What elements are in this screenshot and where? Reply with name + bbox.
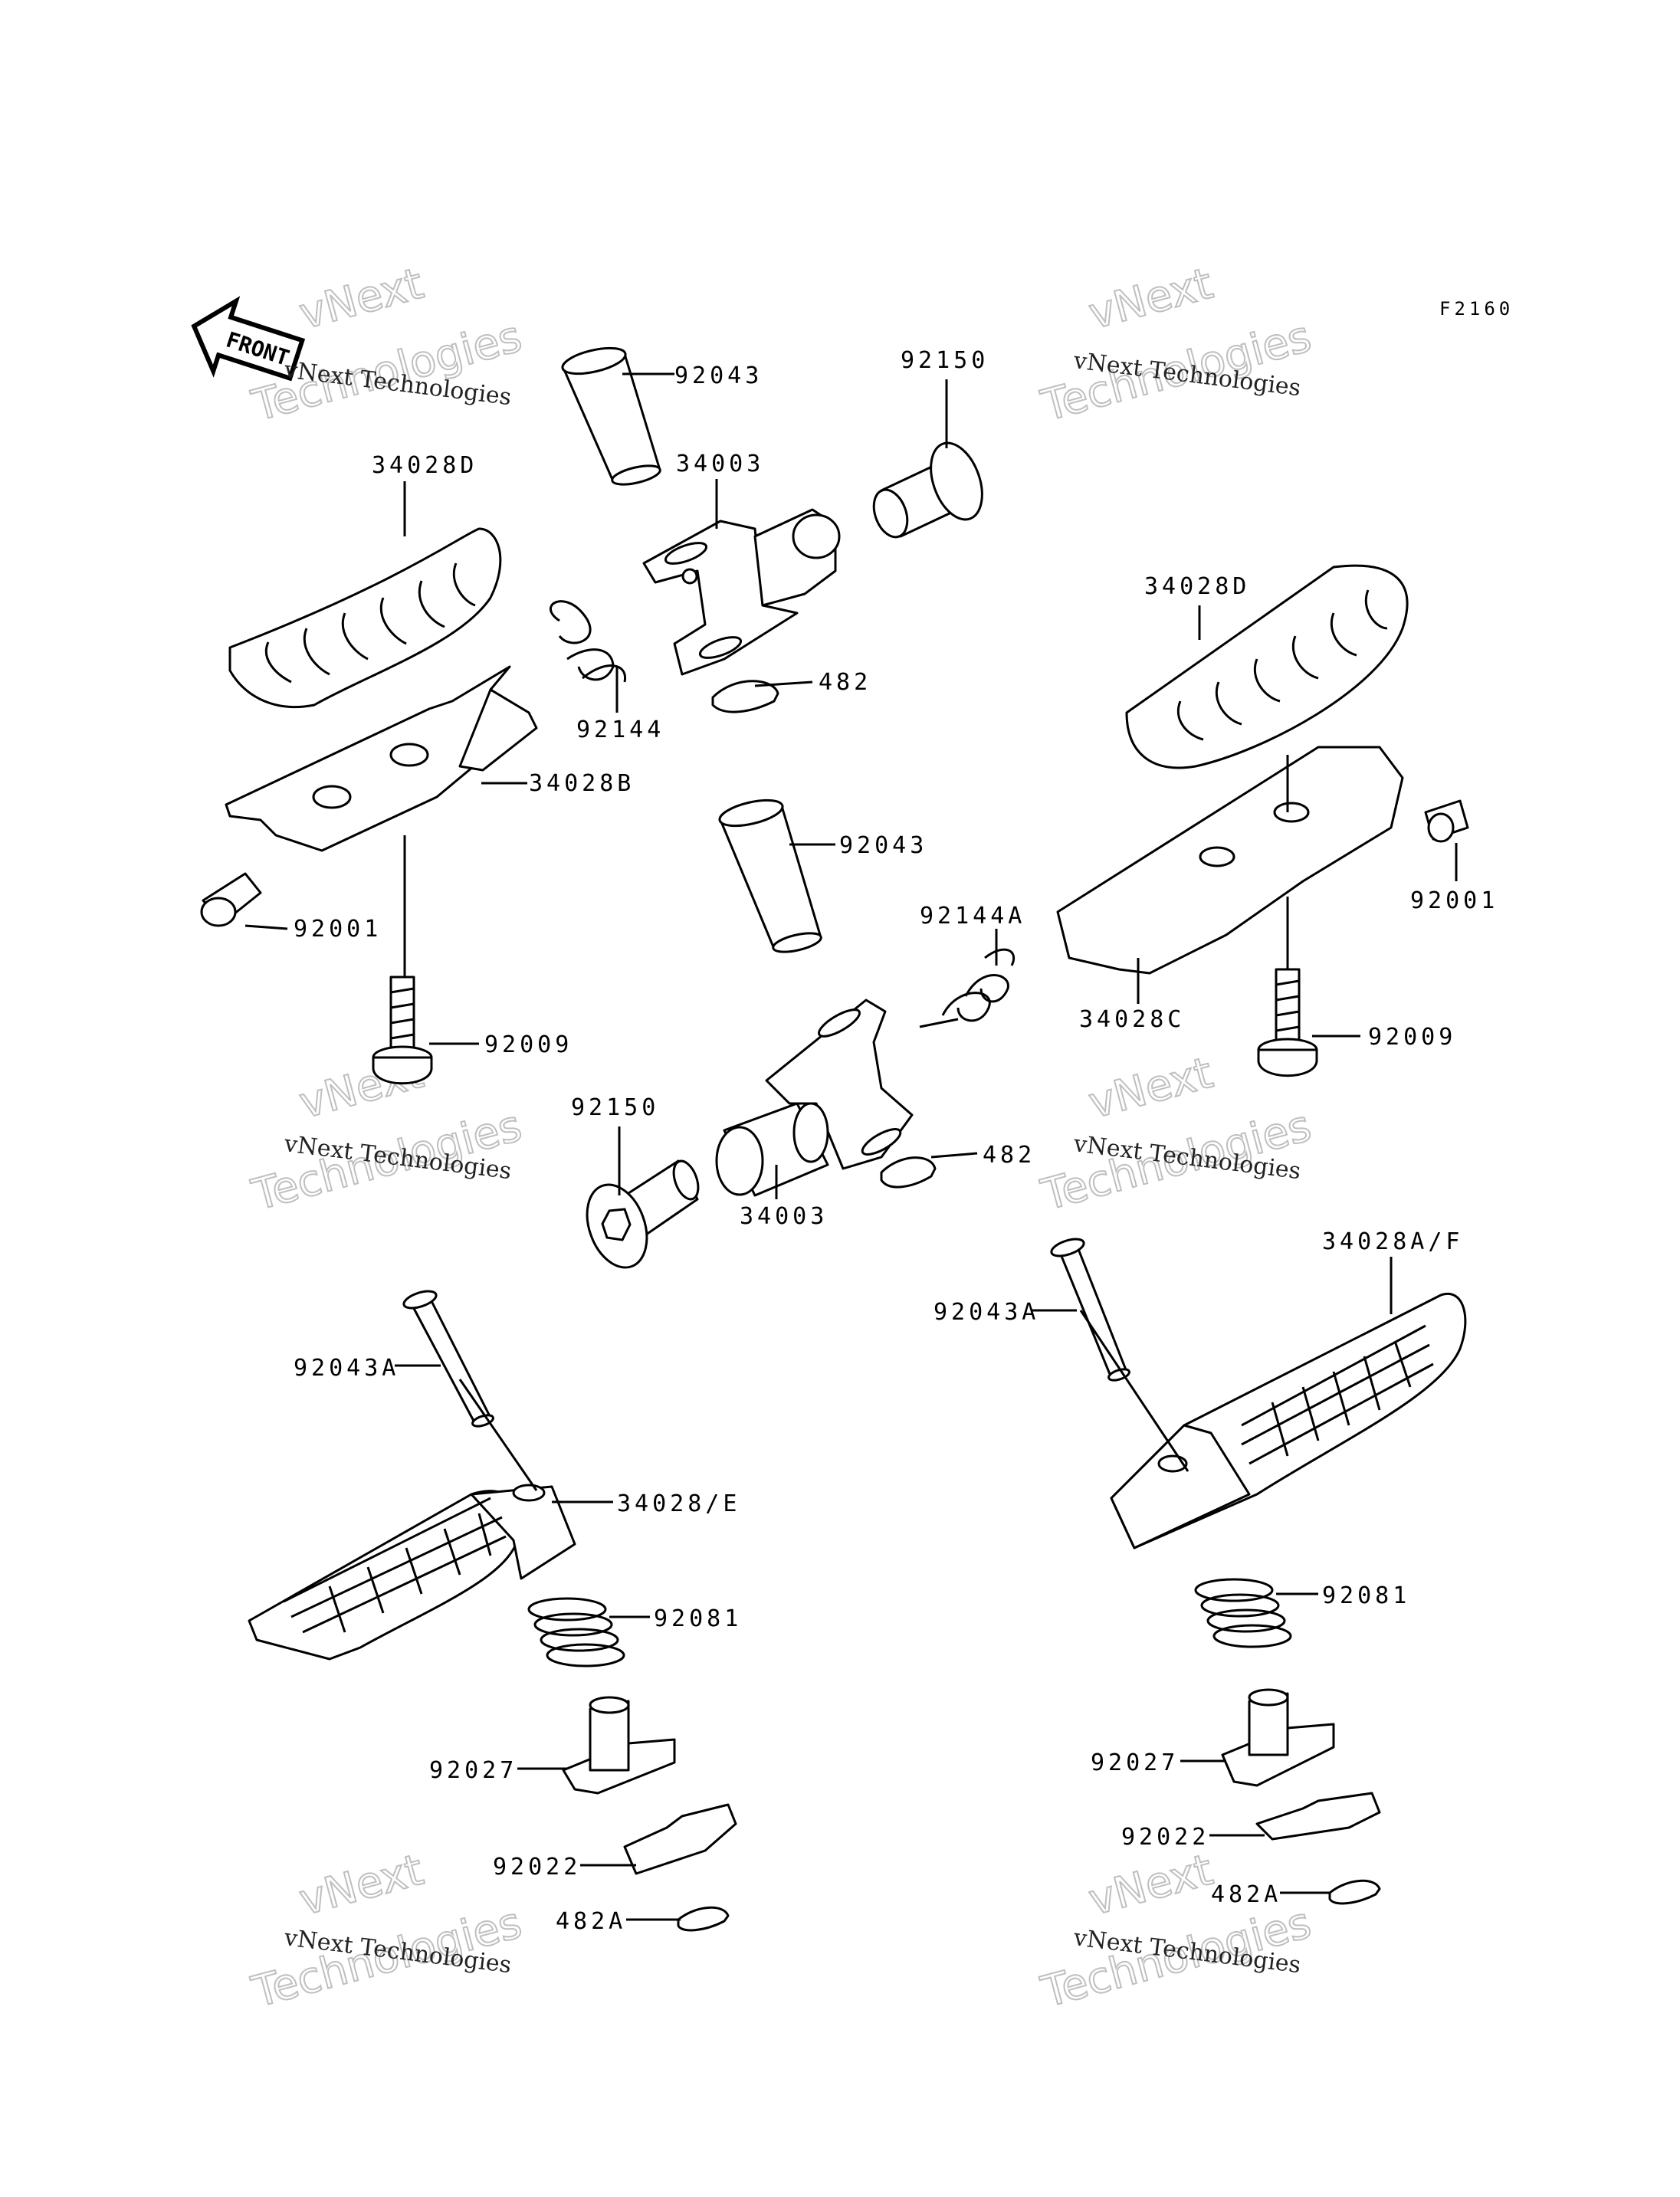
footpeg-34028AF xyxy=(1110,1292,1467,1549)
spring-92081-left xyxy=(527,1597,625,1667)
callout-34028E: 34028/E xyxy=(617,1490,740,1517)
plate-92027-right xyxy=(1221,1688,1335,1787)
bolt-92150-mid xyxy=(586,1159,700,1269)
callout-92150-mid: 92150 xyxy=(571,1094,659,1121)
callout-92001-right: 92001 xyxy=(1410,887,1498,914)
callout-34028B: 34028B xyxy=(529,770,635,797)
callout-92043-top: 92043 xyxy=(674,362,763,389)
callout-92022-left: 92022 xyxy=(493,1854,581,1881)
clip-482A-right xyxy=(1328,1879,1381,1905)
bracket-34028C xyxy=(1056,746,1404,975)
clip-482-top xyxy=(711,680,779,713)
fitting-92001-right xyxy=(1424,799,1469,843)
watermark-top-right: vNext Technologies xyxy=(1035,258,1317,432)
pin-92043A-right xyxy=(1050,1238,1130,1382)
callout-92150-top: 92150 xyxy=(901,347,989,374)
svg-text:vNext: vNext xyxy=(1084,1048,1218,1129)
clip-482-mid xyxy=(880,1156,937,1189)
callout-92043A-right: 92043A xyxy=(934,1299,1039,1326)
watermark-bottom-right: vNext Technologies xyxy=(1035,1844,1317,2018)
rubber-34028D-right xyxy=(1125,564,1409,769)
spring-92144 xyxy=(549,600,626,683)
plate-92027-left xyxy=(562,1696,676,1795)
footpeg-34028E xyxy=(248,1484,576,1661)
clip-482A-left xyxy=(677,1906,730,1932)
bracket-34003-top xyxy=(642,508,841,676)
callout-92009-right: 92009 xyxy=(1368,1024,1456,1051)
callout-482-mid: 482 xyxy=(983,1142,1035,1169)
svg-text:vNext: vNext xyxy=(294,1845,428,1926)
svg-text:vNext: vNext xyxy=(1084,259,1218,339)
leader-lines xyxy=(244,372,1458,1921)
callout-92043A-left: 92043A xyxy=(294,1355,399,1382)
bracket-34003-mid xyxy=(715,998,914,1197)
callout-34003-mid: 34003 xyxy=(740,1203,828,1230)
svg-text:vNext: vNext xyxy=(294,259,428,339)
callout-92081-left: 92081 xyxy=(654,1605,742,1632)
svg-text:vNext: vNext xyxy=(1084,1845,1218,1926)
callout-92027-left: 92027 xyxy=(429,1757,517,1784)
rubber-34028D-left xyxy=(228,527,502,709)
callout-92022-right: 92022 xyxy=(1121,1824,1209,1851)
callout-482A-right: 482A xyxy=(1211,1881,1281,1908)
callout-34028AF: 34028A/F xyxy=(1322,1228,1464,1255)
callout-92081-right: 92081 xyxy=(1322,1582,1410,1609)
plate-92022-left xyxy=(623,1803,737,1875)
callout-92144A: 92144A xyxy=(920,903,1025,930)
fitting-92001-left xyxy=(200,872,262,927)
callout-482A-left: 482A xyxy=(556,1908,626,1935)
watermark-bottom-left: vNext Technologies xyxy=(246,1844,527,2018)
spring-92081-right xyxy=(1194,1578,1292,1648)
plate-92022-right xyxy=(1255,1792,1381,1841)
callout-92001-left: 92001 xyxy=(294,916,382,943)
bolt-92009-right xyxy=(1257,968,1318,1077)
spring-92144A xyxy=(919,948,1015,1028)
callout-34028D-left: 34028D xyxy=(372,452,477,479)
bracket-34028B xyxy=(225,665,538,852)
callout-92144: 92144 xyxy=(576,716,664,743)
callout-34028C: 34028C xyxy=(1079,1006,1185,1033)
callout-34003-top: 34003 xyxy=(676,451,764,477)
bolt-92009-left xyxy=(372,976,433,1085)
callout-482-top: 482 xyxy=(819,669,871,696)
callout-92027-right: 92027 xyxy=(1091,1749,1179,1776)
pin-92043A-left xyxy=(402,1290,494,1428)
diagram-code: F2160 xyxy=(1439,298,1514,320)
callout-92009-left: 92009 xyxy=(484,1031,573,1058)
callout-92043-mid: 92043 xyxy=(839,832,927,859)
front-arrow-icon: FRONT xyxy=(191,296,306,382)
callout-34028D-right: 34028D xyxy=(1144,573,1250,600)
pin-92043-top xyxy=(561,346,661,486)
pin-92043-mid xyxy=(718,798,822,953)
bolt-92150-top xyxy=(872,441,983,539)
